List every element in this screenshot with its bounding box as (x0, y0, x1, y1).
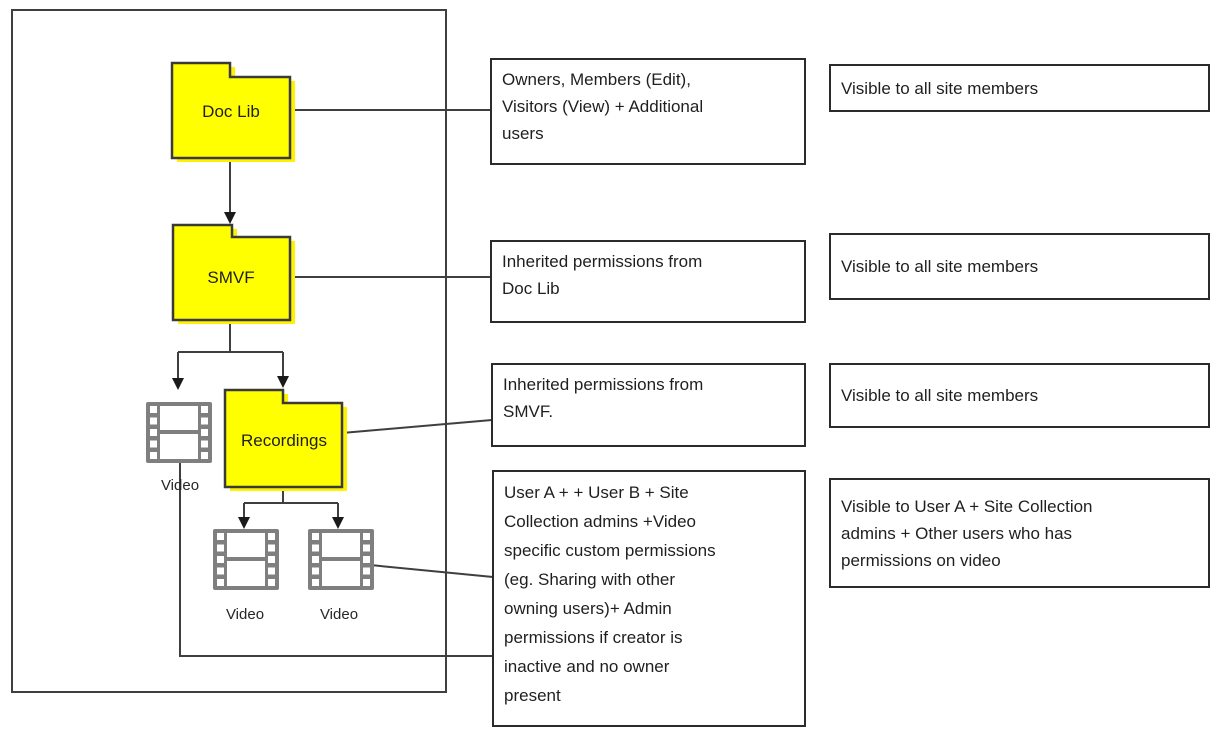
folder-recordings-label: Recordings (241, 431, 327, 450)
folder-recordings: Recordings (223, 388, 347, 491)
arrowhead (332, 517, 344, 529)
note-recordings-permissions: Inherited permissions from SMVF. (491, 363, 806, 447)
video-icon (146, 402, 212, 463)
folder-doc-lib: Doc Lib (170, 61, 295, 162)
note-video-visibility: Visible to User A + Site Collection admi… (829, 478, 1210, 588)
video-label: Video (226, 606, 264, 623)
note-doclib-permissions: Owners, Members (Edit), Visitors (View) … (490, 58, 806, 165)
callout-recordings (341, 419, 493, 434)
note-smvf-visibility: Visible to all site members (829, 233, 1210, 300)
arrowhead (172, 378, 184, 390)
connector-lines (177, 109, 494, 657)
arrowhead (277, 376, 289, 388)
arrowhead (224, 212, 236, 224)
folder-smvf-label: SMVF (207, 268, 254, 287)
video-icon (213, 529, 279, 590)
site-boundary-box (11, 9, 447, 693)
note-recordings-visibility: Visible to all site members (829, 363, 1210, 428)
folder-shape (171, 223, 292, 322)
arrowhead (238, 517, 250, 529)
video-label: Video (320, 606, 358, 623)
note-video-permissions: User A + + User B + Site Collection admi… (492, 470, 806, 727)
folder-smvf: SMVF (171, 223, 295, 324)
callout-video3 (369, 564, 494, 578)
folder-doc-lib-label: Doc Lib (202, 102, 260, 121)
note-doclib-visibility: Visible to all site members (829, 64, 1210, 112)
video-icon (308, 529, 374, 590)
callout-video1 (179, 463, 493, 657)
note-smvf-permissions: Inherited permissions from Doc Lib (490, 240, 806, 323)
folder-shape (223, 388, 344, 489)
folder-shape (170, 61, 292, 160)
video-label: Video (161, 477, 199, 494)
arrowheads (172, 212, 344, 529)
